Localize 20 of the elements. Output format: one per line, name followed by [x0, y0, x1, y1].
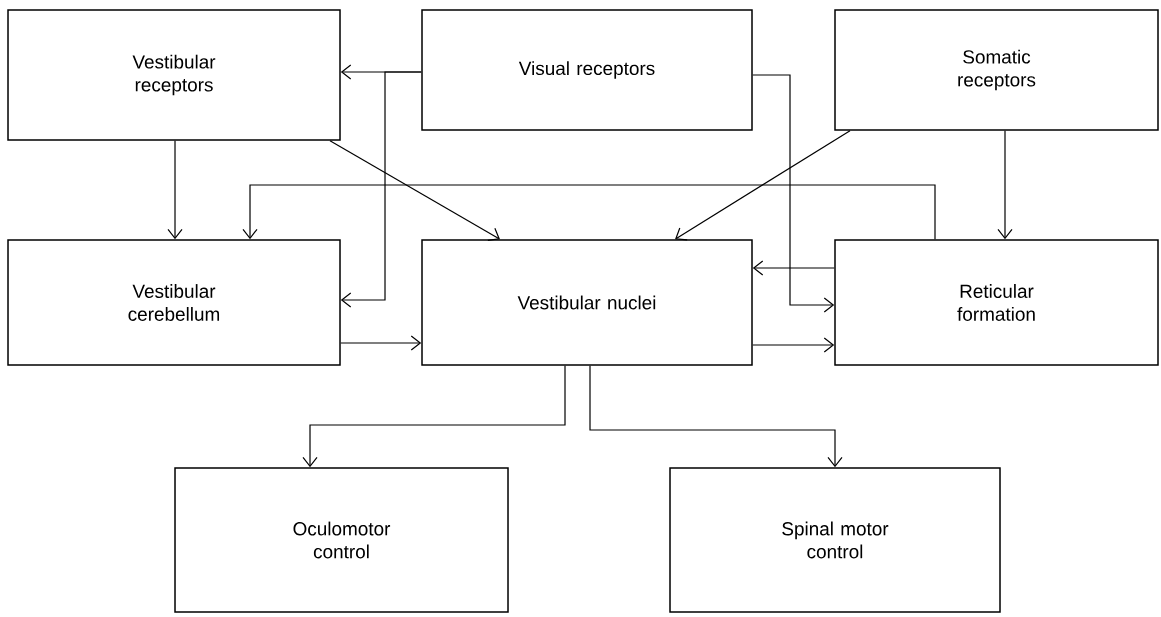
arrow [589, 365, 843, 468]
process-box: Vestibular cerebellum [7, 239, 341, 366]
process-box: Oculomotor control [174, 467, 509, 613]
process-box: Somatic receptors [834, 9, 1159, 131]
arrow [752, 260, 835, 276]
arrow [242, 184, 936, 240]
process-box: Vestibular receptors [7, 9, 341, 141]
arrow [997, 130, 1013, 240]
arrow [340, 71, 422, 308]
arrow [167, 140, 183, 240]
process-box: Visual receptors [421, 9, 753, 131]
process-box: Reticular formation [834, 239, 1159, 366]
arrow [329, 140, 500, 241]
arrow [752, 74, 835, 313]
process-box: Vestibular nuclei [421, 239, 753, 366]
process-box: Spinal motor control [669, 467, 1001, 613]
arrow [675, 130, 851, 241]
arrow [340, 335, 422, 351]
arrow [302, 365, 566, 468]
arrow [752, 337, 835, 353]
